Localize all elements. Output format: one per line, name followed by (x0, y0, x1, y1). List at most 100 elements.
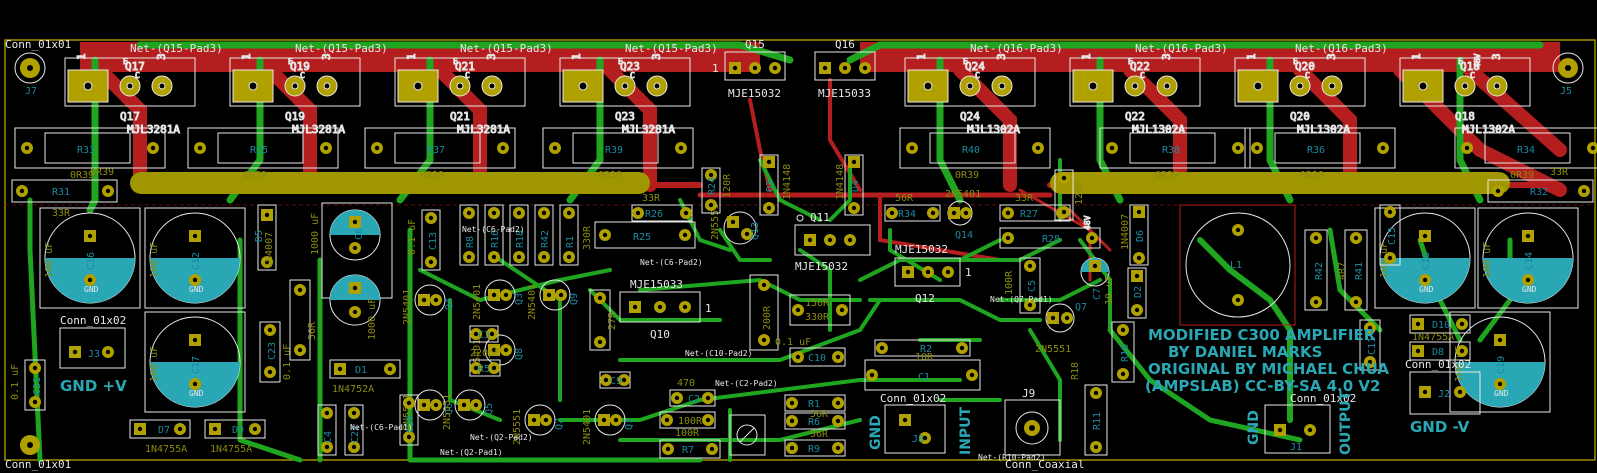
pt-pin3-2: 3 (485, 53, 498, 60)
c11-ref: C11 (1367, 337, 1378, 355)
r33r-left: 33R (52, 208, 71, 219)
q7-ref: Q7 (1075, 302, 1087, 313)
board-title: MODIFIED C300 AMPLIFIER BY DANIEL MARKS … (1145, 326, 1389, 395)
r26-val: 33R (642, 193, 661, 204)
q10-ref: Q10 (650, 328, 670, 341)
pt-pin3-7: 3 (1490, 53, 1503, 60)
top-net-labels: Net-(Q15-Pad3) Net-(Q15-Pad3) Net-(Q15-P… (130, 42, 1388, 55)
r2-val: 10R (915, 352, 934, 363)
c1000-val: 1000 uF (310, 213, 321, 255)
c7-ref: C7 (1092, 288, 1103, 300)
r31: R31 0R39 (11, 167, 118, 203)
pt-ref2-3: Q23 (615, 110, 635, 123)
net-c10-pad2: Net-(C10-Pad2) (685, 349, 752, 358)
r-150r: 150R 330R (789, 294, 851, 326)
pt-pin1-1: 1 (240, 53, 253, 60)
c5-r100r: C5 100R (1004, 257, 1041, 314)
net-c2-pad2: Net-(C2-Pad2) (715, 379, 778, 388)
j2-ref: J2 (1438, 389, 1450, 400)
net-q16-2: Net-(Q16-Pad3) (1135, 42, 1228, 55)
r7-ref: R7 (682, 445, 694, 456)
q11-part: MJE15032 (795, 260, 848, 273)
er-val-7: 0R39 (1510, 170, 1534, 181)
to92-ref-7: Q1 (624, 418, 635, 430)
output-label: OUTPUT (1338, 391, 1354, 455)
driver-q12: MJE15032 Q12 1 (894, 243, 972, 305)
r5-ref: R5 (478, 364, 490, 375)
net-q15-3: Net-(Q15-Pad3) (460, 42, 553, 55)
r24-120r: 120R R24 (701, 167, 733, 214)
pt-e-4: E (963, 57, 968, 66)
grid-resistor-1: R16 (484, 204, 504, 266)
emitter-resistor-row: R330R39R350R39R370R39R390R39R400R39R380R… (14, 127, 1597, 181)
pt-pin3-4: 3 (995, 53, 1008, 60)
pt-pin1-5: 1 (1080, 53, 1093, 60)
pt-pin1-2: 1 (405, 53, 418, 60)
c7-val: 10 uF (1104, 275, 1115, 305)
r42-ref: R42 (1314, 262, 1325, 280)
conn-j7: Conn_01x01 J7 (5, 38, 71, 97)
d1-ref: D1 (355, 365, 367, 376)
r120r-right-val: 120R (1074, 180, 1085, 205)
to92-part-2: 2N5401 (527, 284, 538, 320)
d4-1n4148: D4 1N4148 (835, 154, 864, 216)
q7: Q7 2N5551 Net-(Q7-Pad1) (990, 295, 1087, 355)
pt-c-1: C (300, 71, 305, 80)
j5-ref: J5 (1560, 86, 1572, 97)
grid-330r: 330R (582, 225, 593, 250)
conn-input-label: Conn_01x02 (880, 392, 946, 405)
bulk-cap-gnd-1: GND (189, 285, 204, 294)
c21: C21 0.1 uF (10, 359, 46, 411)
d10-ref: D10 (1432, 320, 1450, 331)
r24-ref: R24 (707, 177, 718, 195)
bulk-cap-val-4: 100 uF (1482, 242, 1493, 278)
to92-ref-5: Q5 (484, 403, 495, 415)
pt-ref2-6: Q20 (1290, 110, 1310, 123)
to92-part-1: 2N5401 (472, 284, 483, 320)
grid-resistor-4: R1 (559, 204, 579, 266)
pt-ref-1: Q19 (290, 60, 310, 73)
bulk-cap-ref-0: C16 (86, 252, 97, 270)
pt-ref-4: Q24 (965, 60, 985, 73)
q13-part: 2N5551 (710, 204, 721, 240)
pt-part-5: MJL1302A (1132, 123, 1185, 136)
d8-ref: D8 (1432, 347, 1444, 358)
input-label: INPUT (958, 406, 974, 455)
c7-d2: C7 10 uF D2 (1080, 257, 1147, 319)
pt-pin3-3: 3 (650, 53, 663, 60)
r16-ref: R16 (1120, 344, 1131, 362)
pt-ref-7: Q18 (1460, 60, 1480, 73)
c10-val: 0.1 uF (775, 337, 811, 348)
c23-val: 0.1 uF (282, 344, 293, 380)
q12-ref: Q12 (915, 292, 935, 305)
conn-coax-label: Conn_Coaxial (1005, 458, 1084, 471)
pt-pin1-7: 1 (1410, 53, 1423, 60)
conn-j1-output: Conn_01x02 J1 GND OUTPUT (1246, 391, 1356, 455)
bulk-cap-gnd-0: GND (84, 285, 99, 294)
c9: C9 (599, 371, 631, 389)
pt-part-2: MJL3281A (457, 123, 510, 136)
pt-e-7: E (1458, 57, 1463, 66)
board-edge (4, 39, 1596, 461)
gnd-neg-label: GND -V (1410, 418, 1470, 436)
q14-ref: Q14 (955, 230, 973, 241)
r-120r-right: 120R (1054, 169, 1085, 221)
d6-1n4007: D6 1N4007 (1120, 204, 1149, 266)
er-ref-6: R36 (1307, 145, 1325, 156)
r26: R26 33R (631, 193, 693, 222)
r11-ref: R11 (1092, 412, 1103, 430)
conn-left-mid-label: Conn_01x02 (60, 314, 126, 327)
r5: R5 (469, 359, 501, 377)
net-q2-pad1: Net-(Q2-Pad1) (440, 448, 503, 457)
r200r-val: 200R (762, 305, 773, 330)
r18-ref: R18 (1070, 362, 1081, 380)
c15-c11: C15 C11 (1359, 204, 1401, 371)
to92-ref-0: Q4 (444, 298, 455, 310)
driver-q16: Q16 MJE15033 (814, 38, 876, 100)
pt-ref-5: Q22 (1130, 60, 1150, 73)
